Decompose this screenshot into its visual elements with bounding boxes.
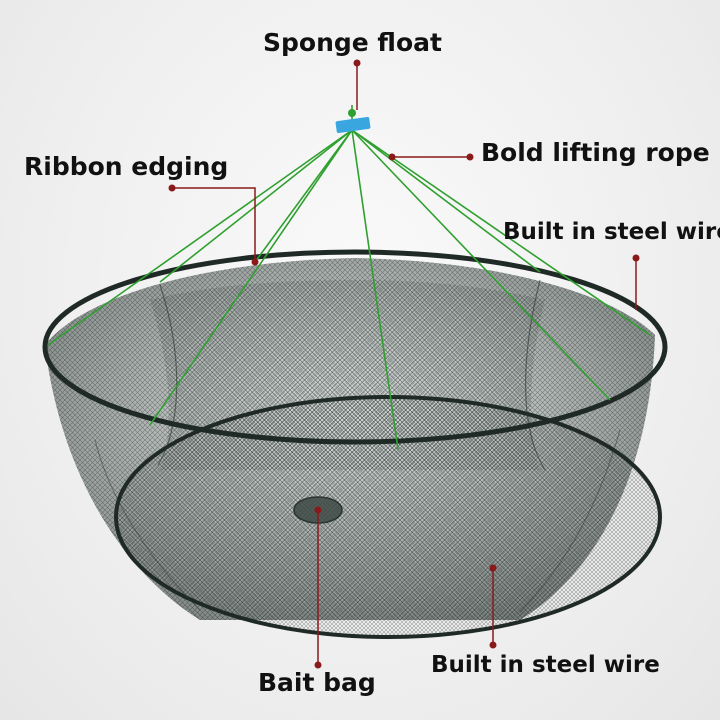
label-steel-wire-bottom: Built in steel wire (431, 652, 660, 678)
sponge-float (335, 109, 371, 134)
label-bait-bag: Bait bag (258, 668, 376, 697)
label-steel-wire-top: Built in steel wire (503, 219, 720, 245)
lifting-ropes (47, 105, 651, 450)
label-bold-lifting-rope: Bold lifting rope (481, 138, 710, 167)
bottom-steel-ring (114, 395, 662, 639)
pointer-dots (168, 59, 640, 669)
top-steel-ring (42, 249, 668, 445)
bottom-ring-net (116, 397, 660, 637)
pointer-lines (172, 63, 637, 665)
label-sponge-float: Sponge float (263, 28, 442, 57)
label-ribbon-edging: Ribbon edging (24, 152, 229, 181)
